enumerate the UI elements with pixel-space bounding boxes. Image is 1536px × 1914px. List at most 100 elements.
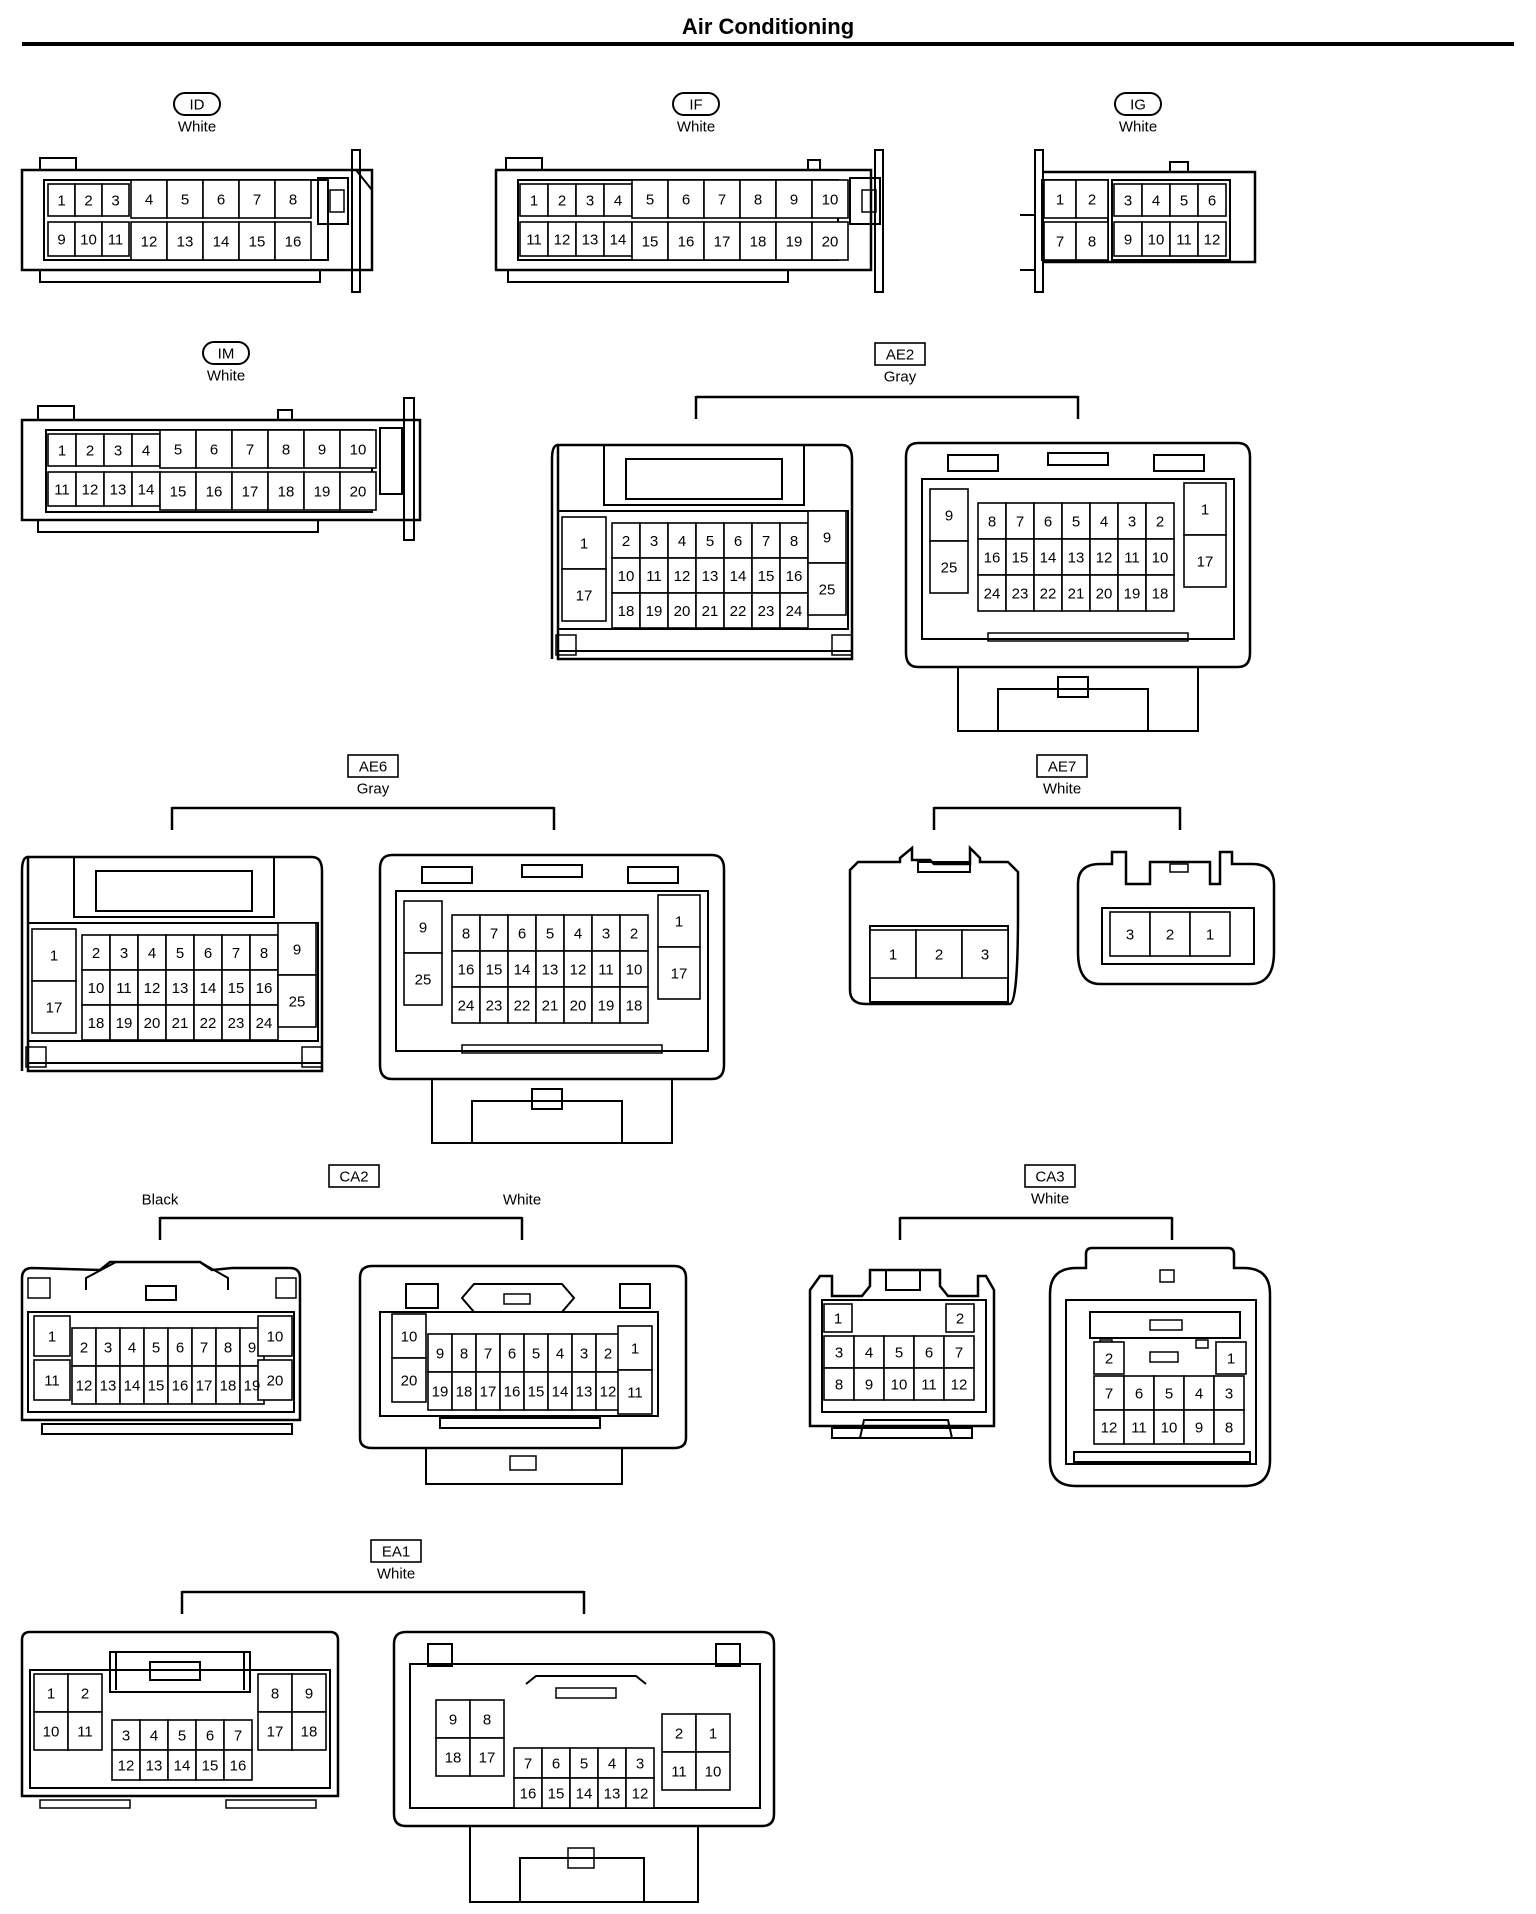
pin-cell: [1145, 502, 1175, 540]
pin-number: 7: [232, 945, 240, 962]
pin-number: 16: [256, 980, 273, 997]
pin-number: 15: [548, 1786, 565, 1803]
housing-line: [355, 169, 373, 191]
pin-number: 2: [84, 193, 92, 210]
pin-number: 3: [981, 947, 989, 964]
pin-number: 24: [984, 586, 1001, 603]
pin-cell: [95, 1327, 121, 1367]
pin-number: 5: [178, 1728, 186, 1745]
pin-cell: [1061, 538, 1091, 576]
housing-outline: [557, 510, 849, 630]
pin-number: 17: [479, 1750, 496, 1767]
pin-cell: [1197, 221, 1227, 257]
pin-number: 9: [305, 1686, 313, 1703]
pin-cell: [1089, 502, 1119, 540]
connector-code-badge: [202, 341, 250, 365]
housing-outline: [379, 1311, 659, 1417]
pin-number: 9: [865, 1377, 873, 1394]
pin-cell: [257, 1673, 293, 1713]
pin-cell: [943, 1335, 975, 1369]
pin-number: 2: [81, 1686, 89, 1703]
pin-cell: [131, 471, 161, 507]
connector-pins: [31, 179, 1247, 1809]
pin-number: 1: [57, 193, 65, 210]
housing-outline: [525, 1675, 647, 1685]
housing-outline: [439, 1417, 601, 1429]
pin-cell: [823, 1303, 853, 1333]
pin-cell: [451, 1371, 477, 1411]
pin-number: 23: [486, 998, 503, 1015]
pin-number: 14: [138, 482, 155, 499]
connector-color: White: [1119, 119, 1157, 136]
pin-number: 10: [626, 962, 643, 979]
pin-cell: [945, 1303, 975, 1333]
pin-cell: [339, 471, 377, 511]
pin-number: 10: [88, 980, 105, 997]
pin-number: 10: [267, 1329, 284, 1346]
housing-outline: [550, 443, 559, 659]
pin-cell: [130, 179, 168, 219]
housing-outline: [392, 1630, 776, 1828]
pin-number: 16: [458, 962, 475, 979]
pin-number: 11: [54, 482, 70, 499]
pin-number: 4: [1195, 1386, 1203, 1403]
pin-cell: [291, 1673, 327, 1713]
connector-color: White: [677, 119, 715, 136]
pin-number: 12: [951, 1377, 968, 1394]
pin-number: 9: [823, 530, 831, 547]
pin-cell: [1123, 1409, 1155, 1445]
pin-number: 4: [150, 1728, 158, 1745]
pin-number: 3: [1128, 514, 1136, 531]
pin-number: 8: [289, 192, 297, 209]
pin-cell: [595, 1333, 621, 1373]
pin-cell: [403, 900, 443, 954]
pin-cell: [33, 1711, 69, 1751]
pin-number: 1: [1227, 1351, 1235, 1368]
pin-cell: [101, 183, 130, 217]
pin-cell: [807, 562, 847, 616]
housing-outline: [1169, 863, 1189, 873]
housing-outline: [358, 1264, 688, 1450]
housing-outline: [1149, 1319, 1183, 1331]
pin-number: 10: [618, 568, 635, 585]
pin-number: 19: [786, 234, 803, 251]
pin-cell: [853, 1367, 885, 1401]
pin-number: 16: [786, 568, 803, 585]
housing-outline: [421, 866, 473, 884]
pin-cell: [257, 1711, 293, 1751]
connector-code: AE7: [1048, 759, 1076, 776]
housing-outline: [519, 1857, 645, 1903]
pin-cell: [883, 1367, 915, 1401]
pin-number: 19: [244, 1378, 261, 1395]
housing-outline: [37, 519, 319, 533]
connector-code-badge: [672, 92, 720, 116]
housing-outline: [821, 1299, 987, 1413]
pin-number: 3: [650, 533, 658, 550]
housing-outline: [808, 1268, 996, 1428]
pin-cell: [223, 1749, 253, 1781]
pin-number: 24: [786, 603, 803, 620]
pin-cell: [1075, 179, 1109, 219]
pin-cell: [779, 592, 809, 629]
pin-cell: [943, 1367, 975, 1401]
pin-cell: [427, 1371, 453, 1411]
connector-code: EA1: [382, 1544, 410, 1561]
pin-number: 18: [220, 1378, 237, 1395]
housing-outline: [531, 1088, 563, 1110]
pin-cell: [823, 1335, 855, 1369]
pin-number: 12: [554, 232, 571, 249]
pin-cell: [1061, 502, 1091, 540]
pin-number: 4: [556, 1346, 564, 1363]
pin-number: 3: [1225, 1386, 1233, 1403]
pin-cell: [1189, 911, 1231, 957]
housing-outline: [329, 189, 345, 213]
housing-outline: [20, 855, 29, 1071]
pin-number: 8: [1225, 1420, 1233, 1437]
pin-cell: [103, 433, 133, 467]
pin-cell: [499, 1371, 525, 1411]
pin-cell: [31, 928, 77, 982]
pin-number: 18: [88, 1015, 105, 1032]
pin-number: 6: [1044, 514, 1052, 531]
